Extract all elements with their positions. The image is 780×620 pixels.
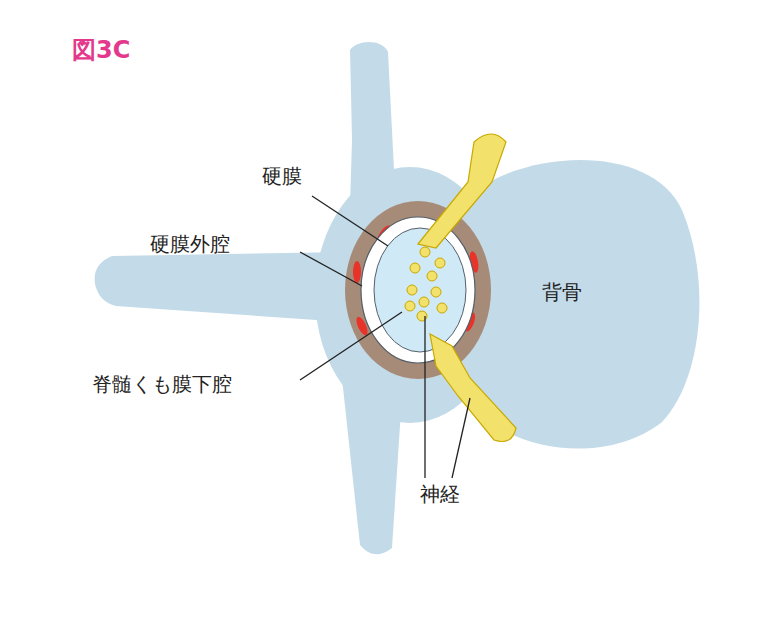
part-label: 背骨 [542, 280, 582, 304]
part-label: 脊髄くも膜下腔 [92, 372, 232, 396]
part-label: 神経 [420, 482, 460, 506]
transverse-process [95, 252, 345, 322]
part-label: 硬膜外腔 [150, 232, 230, 256]
vertebral-body [465, 160, 699, 449]
part-label: 硬膜 [262, 164, 302, 188]
epidural-space [345, 201, 491, 379]
vertebra-bone [95, 42, 700, 554]
leader-lines [300, 196, 470, 478]
nerve-roots [418, 134, 516, 442]
figure-title: 図3C [72, 36, 130, 65]
subarachnoid-space [374, 228, 466, 352]
nerve-fibers [405, 247, 447, 321]
